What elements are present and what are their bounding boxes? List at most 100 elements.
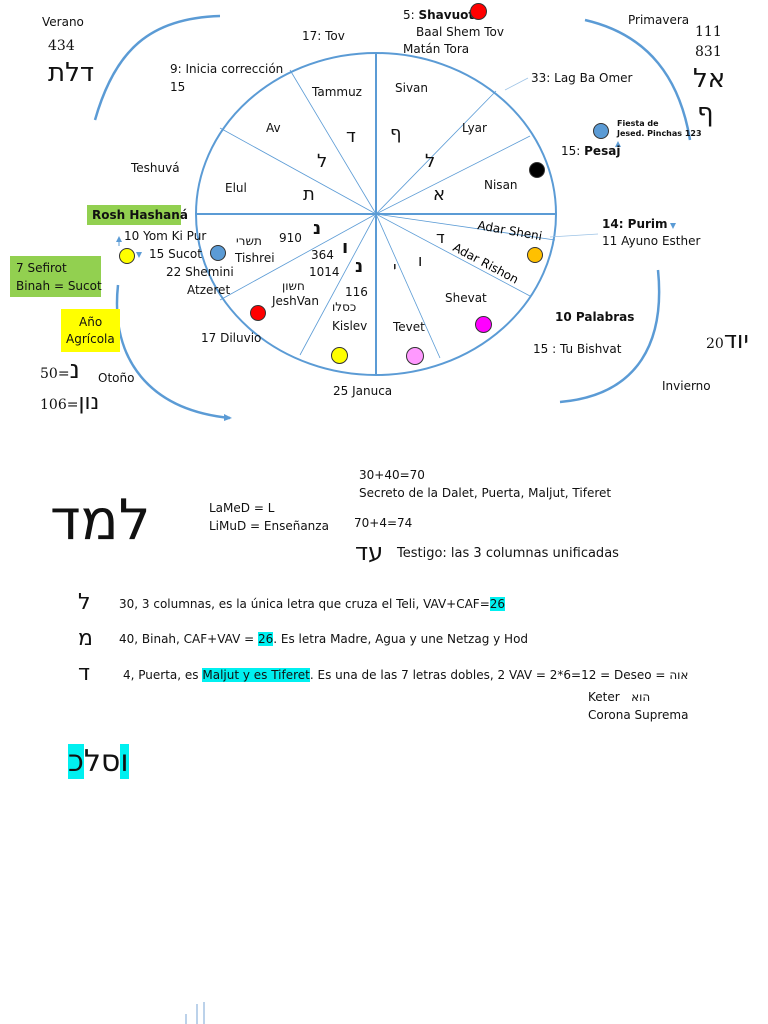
magenta-dot (475, 316, 492, 333)
event-pesaj: 15: Pesaj (561, 144, 620, 158)
agricola-box: Año Agrícola (61, 309, 120, 352)
letter-mem: מ (78, 626, 93, 651)
arrow-up-icon (615, 141, 621, 147)
month-tishrei: Tishrei (235, 251, 275, 265)
month-adar-rishon: Adar Rishon (451, 240, 521, 286)
arrow-down-icon (670, 223, 676, 229)
month-elul: Elul (225, 181, 247, 195)
secreto-sum: 30+40=70 (359, 468, 425, 482)
spring-arc (584, 18, 692, 141)
pesaj-day: 15: (561, 144, 585, 158)
autumn-arc (115, 284, 231, 420)
letter-jeshvan-b: נ (355, 256, 364, 277)
letter-jeshvan-a: ו (342, 237, 349, 258)
month-shevat: Shevat (445, 291, 487, 305)
lamed-desc-highlight: 26 (489, 597, 506, 611)
verano-hebrew: דלת (48, 58, 95, 88)
blue-dot (593, 123, 609, 139)
bottom-marks (185, 1002, 205, 1024)
keter-line: Keter הוא (588, 690, 650, 704)
number-910: 910 (279, 231, 302, 245)
primavera-hebrew-2: ף (697, 98, 714, 128)
number-116: 116 (345, 285, 368, 299)
sefirot-line-1: 7 Sefirot (16, 261, 67, 275)
keter-hebrew: הוא (631, 690, 651, 704)
event-yom-kipur: 10 Yom Ki Pur (124, 229, 207, 243)
otono-heb2: נון (78, 390, 100, 415)
month-lyar: Lyar (462, 121, 487, 135)
letter-elul: ת (303, 184, 315, 205)
blue-dot (210, 245, 226, 261)
dalet-desc-post: . Es una de las 7 letras dobles, 2 VAV =… (309, 668, 689, 682)
letter-av: ל (317, 151, 328, 172)
season-invierno: Invierno (662, 379, 711, 393)
shavuot-label: Shavuot (418, 8, 475, 22)
dalet-desc-text: 4, Puerta, es (123, 668, 203, 682)
arrow-down-icon (136, 252, 142, 258)
month-sivan: Sivan (395, 81, 429, 95)
lamed-big-word: למד (50, 488, 151, 553)
otono-n1: 50= (40, 366, 70, 382)
purim-label: 14: Purim (602, 217, 668, 231)
event-shavuot: 5: Shavuot (403, 8, 474, 22)
lamed-def-1: LaMeD = L (209, 501, 275, 515)
letter-tammuz: ד (346, 126, 356, 147)
primavera-hebrew-1: אל (693, 64, 726, 94)
mem-desc-post: . Es letra Madre, Agua y une Netzag y Ho… (273, 632, 529, 646)
agricola-line-2: Agrícola (66, 332, 115, 346)
letter-dalet: ד (78, 661, 91, 686)
event-lag-ba-omer: 33: Lag Ba Omer (531, 71, 633, 85)
ed-hebrew: עד (355, 538, 384, 566)
month-jeshvan-heb: חשון (282, 279, 305, 293)
event-shemini-1: 22 Shemini (166, 265, 234, 279)
primavera-number-1: 111 (695, 24, 722, 40)
connector-line (549, 233, 599, 238)
wheel-spoke (289, 69, 377, 215)
letter-kislev: י (393, 258, 397, 277)
agricola-line-1: Año (79, 315, 103, 329)
month-av: Av (266, 121, 281, 135)
month-kislev-heb: כסלו (332, 300, 357, 314)
event-tov: 17: Tov (302, 29, 345, 43)
month-adar-sheni: Adar Sheni (476, 218, 543, 243)
corona-suprema: Corona Suprema (588, 708, 689, 722)
event-10-palabras: 10 Palabras (555, 310, 634, 324)
season-verano: Verano (42, 15, 84, 29)
yellow-dot (119, 248, 135, 264)
letter-lyar: ל (425, 151, 436, 172)
event-matan-tora: Matán Tora (403, 42, 470, 56)
otono-n2: 106= (40, 397, 79, 413)
letter-nisan: א (433, 184, 446, 205)
wheel-spoke (375, 213, 556, 241)
lamed-def-2: LiMuD = Enseñanza (209, 519, 329, 533)
event-shemini-2: Atzeret (187, 283, 231, 297)
event-ayuno-esther: 11 Ayuno Esther (602, 234, 701, 248)
month-tishrei-heb: תשרי (236, 234, 262, 248)
winter-arc (559, 269, 661, 404)
wheel-spoke (375, 135, 531, 215)
rosh-hashana-label: Rosh Hashaná (92, 208, 188, 222)
black-dot (529, 162, 545, 178)
invierno-num: 20 (706, 336, 724, 352)
season-primavera: Primavera (628, 13, 690, 27)
event-baal-shem-tov: Baal Shem Tov (416, 25, 504, 39)
month-kislev: Kislev (332, 319, 368, 333)
number-1014: 1014 (309, 265, 340, 279)
event-fiesta-2: Jesed. Pinchas 123 (617, 129, 702, 138)
summer-arc (93, 14, 221, 121)
wheel-spoke (375, 213, 531, 297)
kislev-letter-vav: ו (120, 744, 129, 779)
wheel-spoke (299, 213, 377, 356)
testigo-text: Testigo: las 3 columnas unificadas (397, 546, 619, 561)
palabras-label: 10 Palabras (555, 310, 635, 324)
letter-mem-desc: 40, Binah, CAF+VAV = 26. Es letra Madre,… (119, 632, 528, 646)
kislev-letters-mid: סל (83, 744, 121, 779)
mem-desc-highlight: 26 (257, 632, 274, 646)
verano-number: 434 (48, 38, 75, 54)
letter-lamed-desc: 30, 3 columnas, es la única letra que cr… (119, 597, 506, 611)
invierno-heb: יוד (723, 326, 749, 354)
wheel-spoke (375, 213, 441, 359)
mem-desc-text: 40, Binah, CAF+VAV = (119, 632, 258, 646)
sefirot-line-2: Binah = Sucot (16, 279, 102, 293)
